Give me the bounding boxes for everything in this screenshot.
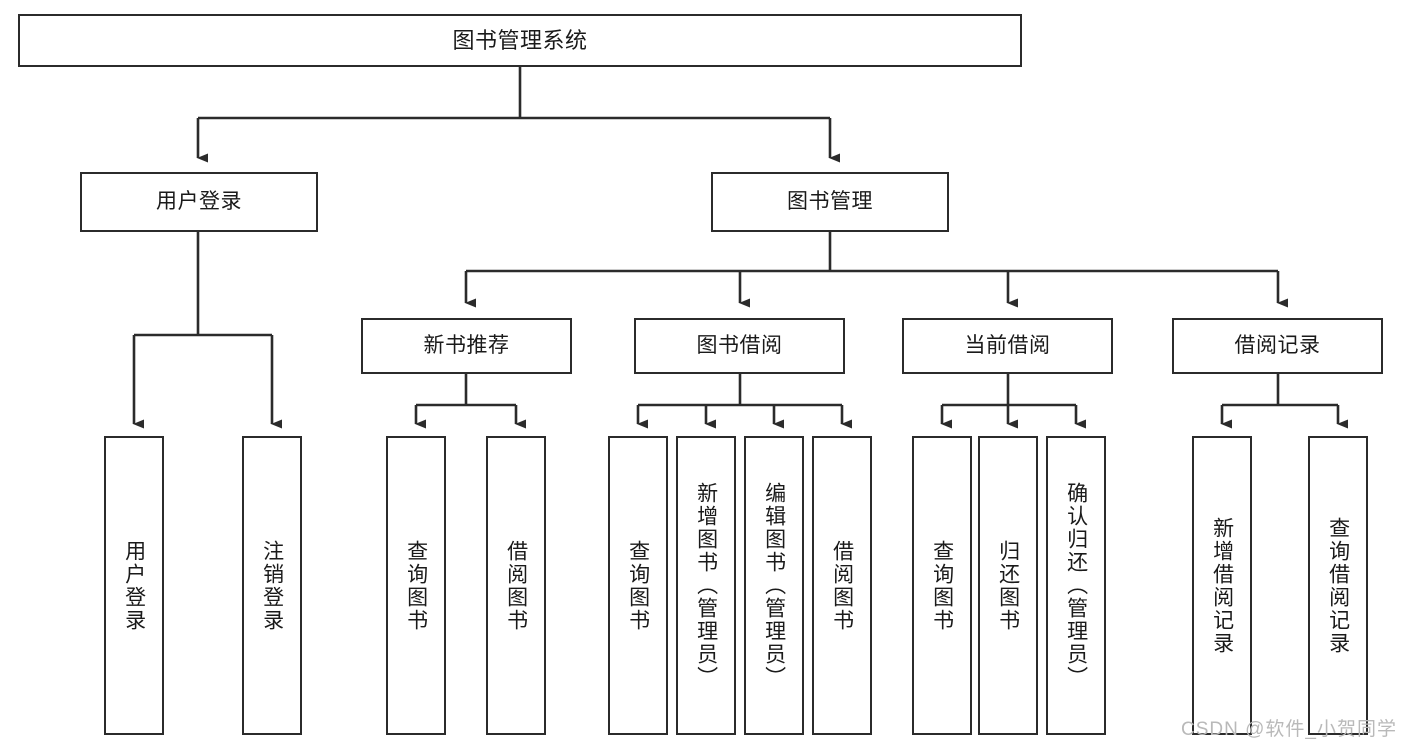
node-root-label: 图书管理系统	[452, 27, 588, 53]
node-leaf-query-book-2-label: 查询图书	[626, 539, 650, 632]
node-root[interactable]: 图书管理系统	[18, 14, 1022, 67]
node-leaf-borrow-book-2[interactable]: 借阅图书	[812, 436, 872, 735]
node-leaf-borrow-book-1-label: 借阅图书	[504, 539, 528, 632]
node-user-login-label: 用户登录	[156, 189, 242, 213]
node-leaf-query-book-3-label: 查询图书	[930, 539, 954, 632]
watermark-text: CSDN @软件_小贺同学	[1181, 719, 1397, 740]
node-leaf-add-book-label: 新增图书（管理员）	[694, 482, 718, 689]
node-leaf-add-record[interactable]: 新增借阅记录	[1192, 436, 1252, 735]
node-leaf-query-book-1-label: 查询图书	[404, 539, 428, 632]
node-leaf-edit-book[interactable]: 编辑图书（管理员）	[744, 436, 804, 735]
node-leaf-edit-book-label: 编辑图书（管理员）	[762, 482, 786, 689]
node-leaf-confirm-return[interactable]: 确认归还（管理员）	[1046, 436, 1106, 735]
node-leaf-query-record-label: 查询借阅记录	[1326, 516, 1350, 655]
node-leaf-borrow-book-2-label: 借阅图书	[830, 539, 854, 632]
node-leaf-add-record-label: 新增借阅记录	[1210, 516, 1234, 655]
node-borrow-record-label: 借阅记录	[1234, 333, 1321, 357]
node-leaf-user-login-label: 用户登录	[122, 539, 146, 632]
node-book-borrow-label: 图书借阅	[696, 333, 783, 357]
node-leaf-user-login[interactable]: 用户登录	[104, 436, 164, 735]
node-new-book-recommend-label: 新书推荐	[423, 333, 510, 357]
node-current-borrow[interactable]: 当前借阅	[902, 318, 1113, 374]
node-leaf-add-book[interactable]: 新增图书（管理员）	[676, 436, 736, 735]
node-leaf-logout-login[interactable]: 注销登录	[242, 436, 302, 735]
node-leaf-logout-login-label: 注销登录	[260, 539, 284, 632]
node-new-book-recommend[interactable]: 新书推荐	[361, 318, 572, 374]
node-leaf-query-record[interactable]: 查询借阅记录	[1308, 436, 1368, 735]
node-leaf-borrow-book-1[interactable]: 借阅图书	[486, 436, 546, 735]
node-book-management-label: 图书管理	[787, 189, 873, 213]
node-leaf-query-book-2[interactable]: 查询图书	[608, 436, 668, 735]
node-book-management[interactable]: 图书管理	[711, 172, 949, 232]
node-leaf-return-book-label: 归还图书	[996, 539, 1020, 632]
node-borrow-record[interactable]: 借阅记录	[1172, 318, 1383, 374]
node-leaf-confirm-return-label: 确认归还（管理员）	[1064, 482, 1088, 689]
node-leaf-query-book-3[interactable]: 查询图书	[912, 436, 972, 735]
node-leaf-query-book-1[interactable]: 查询图书	[386, 436, 446, 735]
node-leaf-return-book[interactable]: 归还图书	[978, 436, 1038, 735]
node-current-borrow-label: 当前借阅	[964, 333, 1051, 357]
node-book-borrow[interactable]: 图书借阅	[634, 318, 845, 374]
node-user-login[interactable]: 用户登录	[80, 172, 318, 232]
